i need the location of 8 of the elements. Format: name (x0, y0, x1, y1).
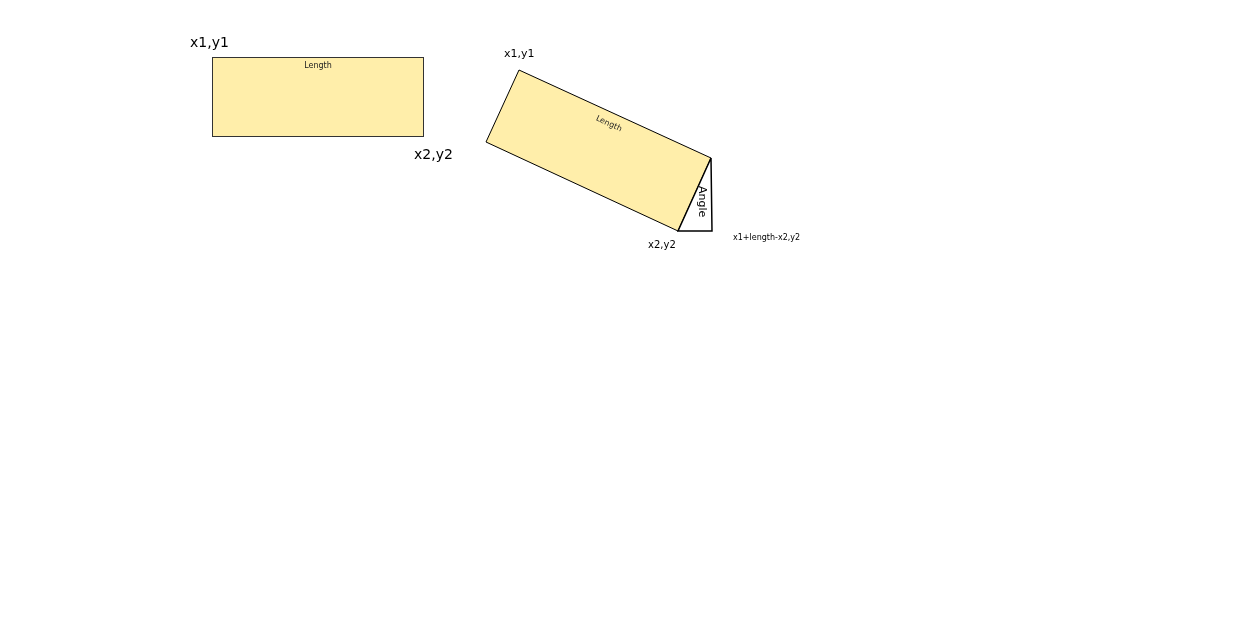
shape-label: Length (303, 61, 333, 70)
coordinate-label: x1,y1 (504, 47, 535, 60)
rectangle-shape (212, 57, 424, 137)
coordinate-label: x1,y1 (190, 34, 229, 50)
coordinate-label: x2,y2 (414, 146, 453, 162)
coordinate-label: x1+length-x2,y2 (733, 233, 801, 242)
shape-label: Angle (697, 186, 708, 218)
coordinate-label: x2,y2 (648, 239, 676, 250)
